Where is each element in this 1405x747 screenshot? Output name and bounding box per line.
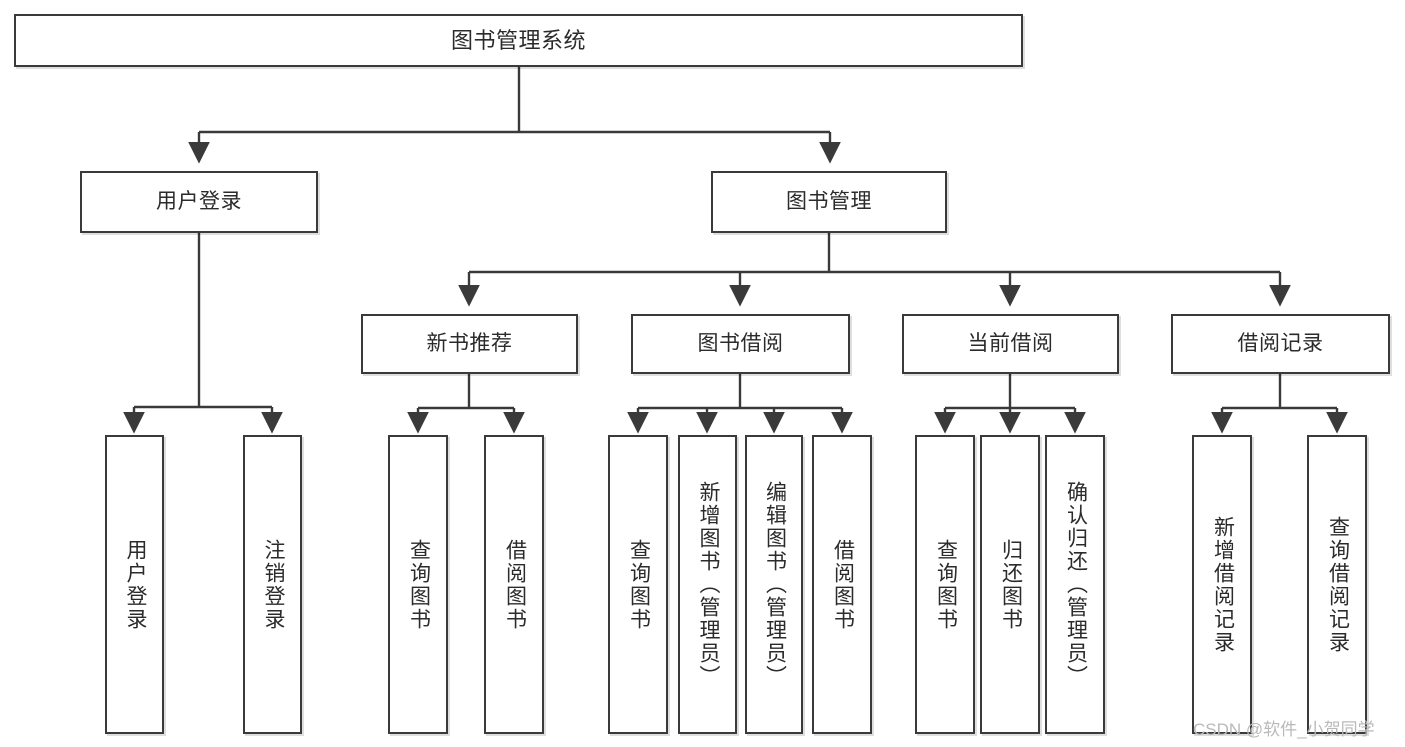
node-label: 注销登录 [261,538,285,631]
node-label: 用户登录 [123,538,147,631]
node-label: 编辑图书（管理员） [763,481,787,688]
node-leaf-edit-book-admin[interactable]: 编辑图书（管理员） [745,435,803,734]
node-leaf-query-book-recommend[interactable]: 查询图书 [388,435,448,734]
node-leaf-query-book-current[interactable]: 查询图书 [915,435,975,734]
node-root-book-management-system[interactable]: 图书管理系统 [14,14,1023,67]
node-leaf-borrow-book-recommend[interactable]: 借阅图书 [484,435,544,734]
node-label: 新增图书（管理员） [696,481,720,688]
node-leaf-borrow-book[interactable]: 借阅图书 [812,435,872,734]
node-label: 图书管理 [786,189,872,213]
node-book-borrow[interactable]: 图书借阅 [631,314,850,374]
node-borrow-record[interactable]: 借阅记录 [1171,314,1390,374]
node-label: 新增借阅记录 [1211,515,1235,654]
node-leaf-add-book-admin[interactable]: 新增图书（管理员） [678,435,737,734]
node-new-book-recommend[interactable]: 新书推荐 [361,314,578,374]
node-label: 借阅记录 [1237,331,1324,355]
node-label: 查询图书 [934,538,958,631]
node-leaf-query-borrow-record[interactable]: 查询借阅记录 [1307,435,1367,734]
node-leaf-query-book-borrow[interactable]: 查询图书 [608,435,668,734]
node-leaf-confirm-return-admin[interactable]: 确认归还（管理员） [1045,435,1105,734]
node-book-management[interactable]: 图书管理 [711,171,947,233]
node-label: 归还图书 [999,538,1023,631]
node-label: 查询图书 [407,538,431,631]
node-label: 借阅图书 [503,538,527,631]
node-label: 新书推荐 [426,331,513,355]
node-leaf-logout[interactable]: 注销登录 [243,435,302,734]
node-user-login[interactable]: 用户登录 [80,171,318,233]
node-label: 查询借阅记录 [1326,515,1350,654]
node-label: 当前借阅 [967,331,1054,355]
node-current-borrow[interactable]: 当前借阅 [902,314,1119,374]
node-label: 用户登录 [156,189,242,213]
node-leaf-user-login[interactable]: 用户登录 [105,435,164,734]
node-label: 确认归还（管理员） [1064,481,1088,688]
node-label: 图书借阅 [697,331,784,355]
node-leaf-add-borrow-record[interactable]: 新增借阅记录 [1192,435,1252,734]
watermark-text: CSDN @软件_小贺同学 [1193,720,1375,739]
node-label: 借阅图书 [831,538,855,631]
node-label: 图书管理系统 [450,27,586,53]
node-leaf-return-book[interactable]: 归还图书 [980,435,1040,734]
node-label: 查询图书 [627,538,651,631]
